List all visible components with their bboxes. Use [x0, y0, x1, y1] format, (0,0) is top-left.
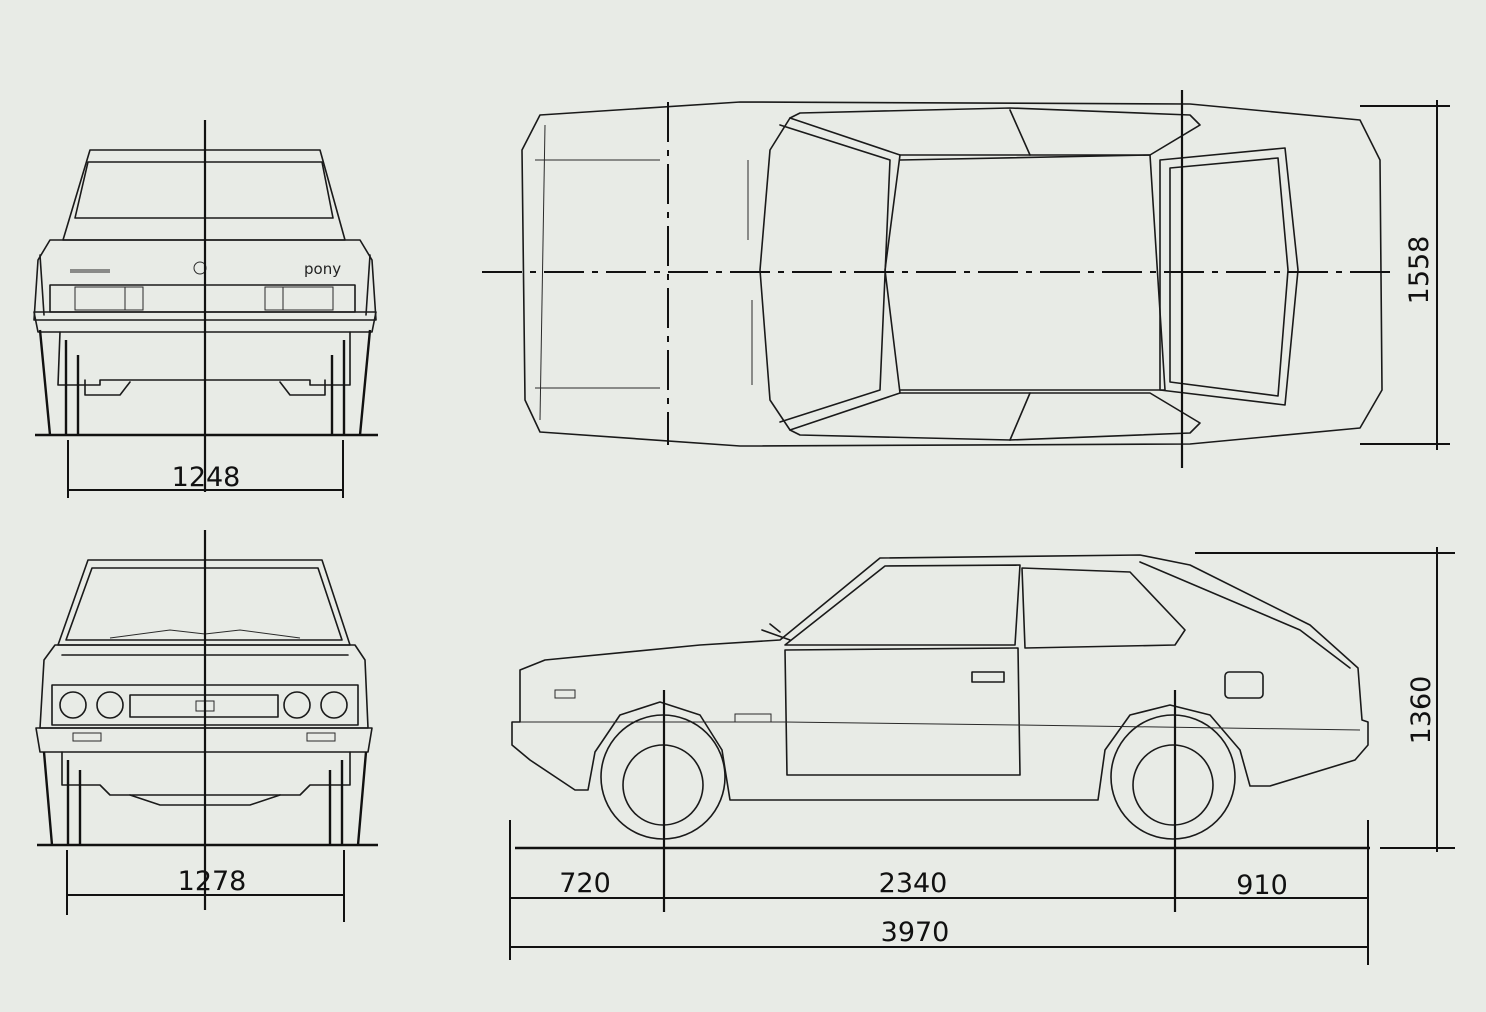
rear-view: pony 1248: [33, 120, 378, 498]
headlight-left-inner-icon: [96, 691, 124, 719]
rear-wheel-icon: [1132, 744, 1214, 826]
headlight-left-outer-icon: [59, 691, 87, 719]
rear-right-tire: [330, 329, 372, 436]
front-view: 1278: [35, 530, 378, 922]
rear-tail-panel: [49, 284, 356, 313]
headlight-right-inner-icon: [283, 691, 311, 719]
top-view: 1558: [482, 90, 1450, 468]
side-front-window: [784, 564, 1021, 646]
top-left-side-glass: [789, 107, 1201, 156]
rear-model-badge: pony: [304, 260, 341, 278]
width-label: 1558: [1404, 236, 1435, 305]
front-grille-panel: [51, 684, 359, 726]
side-door-handle: [971, 671, 1005, 683]
height-label: 1360: [1406, 676, 1437, 745]
front-left-tire: [42, 751, 82, 846]
rear-wheel-arch: [1110, 714, 1236, 840]
side-rear-window: [1021, 567, 1186, 649]
rear-overhang-label: 910: [1236, 870, 1288, 901]
rear-script-badge: [70, 269, 110, 273]
front-indicator-left: [72, 732, 102, 742]
rear-plate-left: [74, 286, 144, 311]
rear-plate-right: [264, 286, 334, 311]
top-body-outline: [521, 101, 1383, 447]
front-right-tire: [328, 751, 368, 846]
rear-bumper: [33, 311, 377, 333]
rear-body-edges: [39, 254, 371, 316]
top-cowl-vents: [747, 160, 753, 385]
side-view: 720 2340 910 3970 1360: [509, 547, 1455, 965]
top-right-side-glass: [789, 392, 1201, 441]
side-marker-light: [734, 713, 772, 723]
headlight-right-outer-icon: [320, 691, 348, 719]
top-rear-window: [1159, 147, 1299, 406]
side-body-outline: [511, 554, 1369, 801]
rear-left-tire: [38, 329, 80, 436]
front-windshield: [65, 567, 343, 641]
side-beltline: [520, 721, 1361, 731]
wheelbase-label: 2340: [879, 868, 948, 899]
front-indicator-right: [306, 732, 336, 742]
length-label: 3970: [881, 917, 950, 948]
front-track-label: 1278: [178, 866, 247, 897]
side-door: [784, 647, 1021, 776]
rear-track-label: 1248: [172, 462, 241, 493]
front-overhang-label: 720: [559, 868, 611, 899]
rear-body: [33, 239, 377, 321]
top-roof: [899, 154, 1166, 391]
rear-window: [74, 161, 334, 219]
top-windshield: [779, 124, 891, 423]
front-bumper: [35, 727, 373, 753]
side-fuel-cap: [1224, 671, 1264, 699]
side-mirror: [761, 623, 791, 641]
top-windshield-base: [759, 117, 791, 431]
